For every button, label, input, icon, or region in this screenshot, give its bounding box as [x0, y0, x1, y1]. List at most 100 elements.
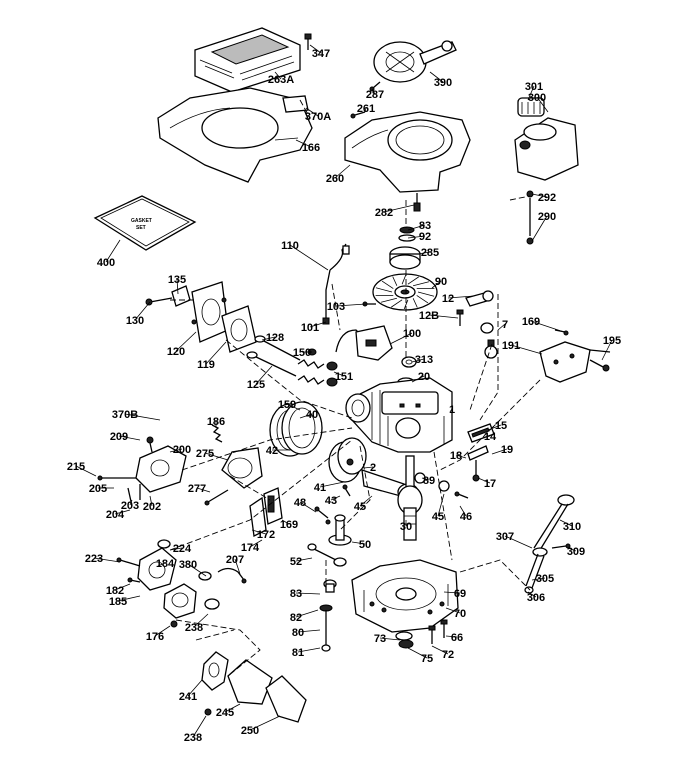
- part-number-label: 250: [241, 725, 259, 737]
- part-number-label: 224: [173, 543, 192, 555]
- part-number-label: 380: [179, 559, 197, 571]
- part-number-label: 238: [184, 732, 202, 744]
- part-number-label: 245: [216, 707, 234, 719]
- gasket-set-line2: SET: [136, 225, 146, 231]
- leader-line: [124, 413, 161, 421]
- leader-line: [299, 413, 313, 419]
- leader-line: [169, 448, 183, 453]
- part-number-label: 45: [432, 511, 444, 523]
- part-number-label: 241: [179, 691, 197, 703]
- fuel-line: [526, 190, 534, 245]
- leader-line: [274, 71, 282, 80]
- leader-line: [249, 539, 263, 548]
- leader-line: [114, 509, 131, 515]
- part-number-label: 277: [188, 483, 206, 495]
- piston: [328, 437, 367, 483]
- part-number-label: 182: [106, 585, 124, 597]
- leader-line: [281, 519, 290, 525]
- leader-line: [407, 224, 426, 231]
- part-number-label: 290: [538, 211, 556, 223]
- leader-line: [105, 239, 121, 263]
- part-number-label: 119: [197, 359, 215, 371]
- leader-line: [510, 344, 543, 355]
- part-number-label: 209: [110, 431, 128, 443]
- part-number-label: 150: [293, 347, 311, 359]
- control-bracket: [539, 341, 611, 383]
- leader-line: [255, 365, 273, 385]
- part-number-label: 43: [325, 495, 337, 507]
- leader-line: [491, 448, 508, 455]
- leader-line: [234, 558, 241, 575]
- ring-380: [198, 571, 212, 581]
- leader-line: [536, 96, 549, 113]
- part-number-label: 185: [109, 596, 127, 608]
- leader-line: [319, 481, 345, 488]
- leader-line: [157, 562, 166, 567]
- leader-line: [601, 339, 613, 361]
- leader-line: [305, 107, 319, 117]
- part-number-label: 215: [67, 461, 85, 473]
- part-number-label: 72: [442, 649, 454, 661]
- leader-line: [421, 477, 430, 481]
- leader-line: [204, 452, 229, 461]
- decal-370A: [282, 95, 309, 113]
- part-number-label: 130: [126, 315, 144, 327]
- leader-line: [497, 323, 506, 331]
- leader-line: [93, 557, 121, 563]
- part-number-label: 2: [370, 462, 376, 474]
- leader-line: [371, 88, 376, 95]
- part-number-label: 92: [419, 231, 431, 243]
- leader-line: [531, 577, 546, 581]
- part-number-label: 19: [501, 444, 513, 456]
- leader-line: [364, 107, 367, 113]
- part-number-label: 82: [290, 612, 302, 624]
- part-number-label: 83: [290, 588, 302, 600]
- part-number-label: 50: [359, 539, 371, 551]
- leader-line: [363, 466, 374, 469]
- filter-element: [201, 651, 307, 723]
- part-number-label: 204: [106, 509, 125, 521]
- part-number-label: 12B: [419, 310, 439, 322]
- leader-line: [117, 595, 141, 602]
- part-number-label: 184: [156, 558, 175, 570]
- part-number-label: 101: [301, 322, 319, 334]
- leader-line: [407, 647, 428, 659]
- screws-48-43: [314, 484, 351, 525]
- part-number-label: 75: [421, 653, 433, 665]
- leader-line: [149, 495, 153, 507]
- part-number-label: 70: [454, 608, 466, 620]
- leader-line: [297, 629, 321, 633]
- leader-line: [449, 408, 453, 413]
- guide-lines: [169, 99, 541, 677]
- part-number-label: 159: [278, 399, 296, 411]
- gasket-119: [221, 305, 257, 353]
- engine-shroud: [157, 87, 313, 183]
- leader-line: [559, 519, 573, 527]
- leader-line: [169, 547, 183, 551]
- part-number-label: 41: [314, 482, 326, 494]
- leader-line: [196, 487, 211, 493]
- leader-line: [193, 613, 209, 628]
- part-number-label: 370A: [305, 111, 331, 123]
- leader-line: [447, 295, 475, 299]
- part-number-label: 103: [327, 301, 345, 313]
- part-number-label: 30: [400, 521, 412, 533]
- leader-line: [429, 71, 444, 83]
- leader-line: [330, 495, 341, 501]
- leader-line: [459, 505, 467, 517]
- ignition-coil: [335, 325, 393, 361]
- leader-line: [295, 609, 319, 618]
- leader-line: [309, 44, 322, 54]
- leader-line: [531, 215, 548, 242]
- part-number-label: 125: [247, 379, 265, 391]
- leader-line: [445, 635, 458, 638]
- fuel-tank: [514, 97, 579, 181]
- leader-line: [383, 204, 415, 213]
- carburetor: [97, 436, 187, 507]
- leader-line: [481, 435, 491, 439]
- part-number-label: 275: [196, 448, 214, 460]
- cylinder-block: [345, 377, 453, 453]
- leader-line: [187, 679, 203, 697]
- part-number-label: 347: [312, 48, 330, 60]
